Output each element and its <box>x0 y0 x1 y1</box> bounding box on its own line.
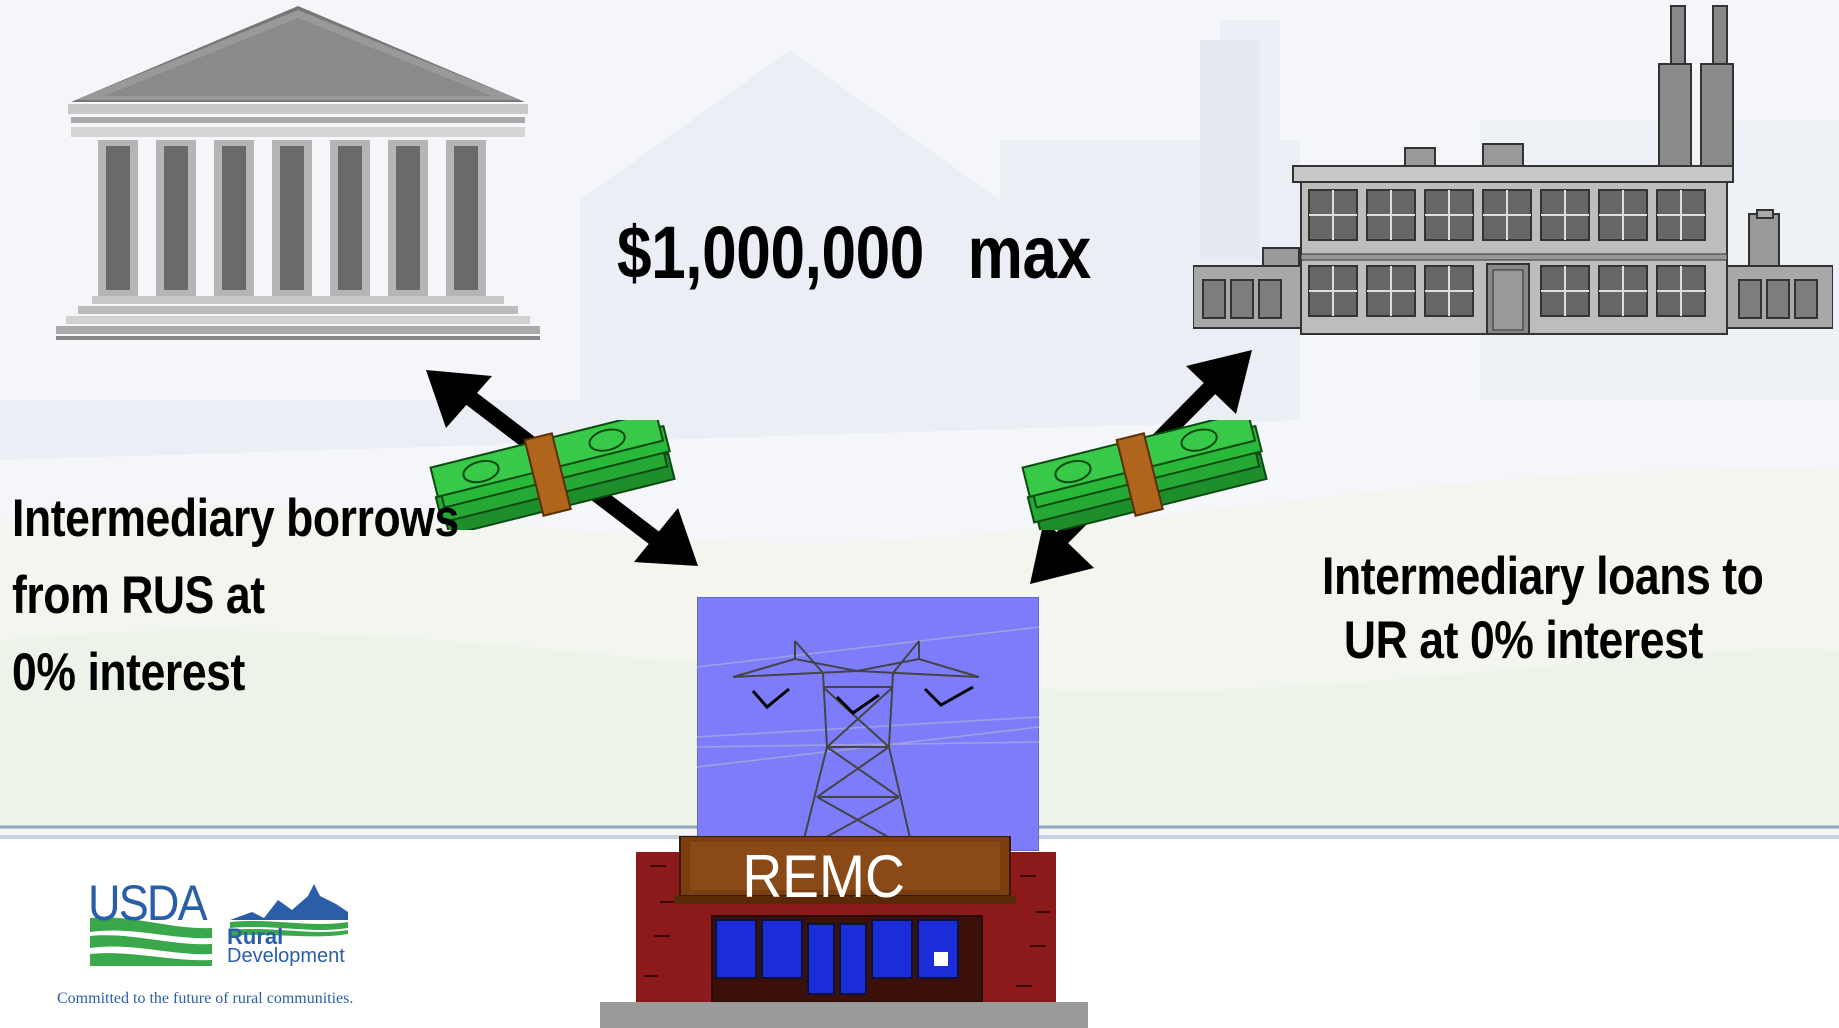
loan-description: Intermediary loans to UR at 0% interest <box>1322 545 1764 673</box>
money-stack-icon <box>1021 420 1268 530</box>
remc-sign: REMC <box>742 843 905 910</box>
borrow-line-1: Intermediary borrows <box>12 489 459 548</box>
development-wordmark: Development <box>227 945 345 967</box>
amount-qualifier: max <box>967 211 1092 294</box>
borrow-line-2: from RUS at <box>12 566 265 625</box>
storefront-icon <box>600 836 1088 1028</box>
amount-value: $1,000,000 <box>617 211 924 294</box>
money-stack-icon <box>429 420 676 530</box>
usda-wordmark: USDA <box>88 875 208 931</box>
borrow-line-3: 0% interest <box>12 643 245 702</box>
usda-logo-graphic <box>90 884 348 966</box>
logo-tagline: Committed to the future of rural communi… <box>57 990 354 1007</box>
government-building-icon <box>56 6 540 340</box>
loan-amount: $1,000,000 max <box>617 210 1091 295</box>
loan-line-2: UR at 0% interest <box>1343 611 1703 670</box>
borrow-description: Intermediary borrows from RUS at 0% inte… <box>12 480 459 711</box>
power-tower-icon <box>697 597 1039 851</box>
rural-wordmark: Rural <box>227 924 284 949</box>
loan-line-1: Intermediary loans to <box>1322 547 1764 606</box>
usda-logo: USDA Rural Development Committed to the … <box>52 860 412 1020</box>
factory-icon <box>1193 5 1833 335</box>
